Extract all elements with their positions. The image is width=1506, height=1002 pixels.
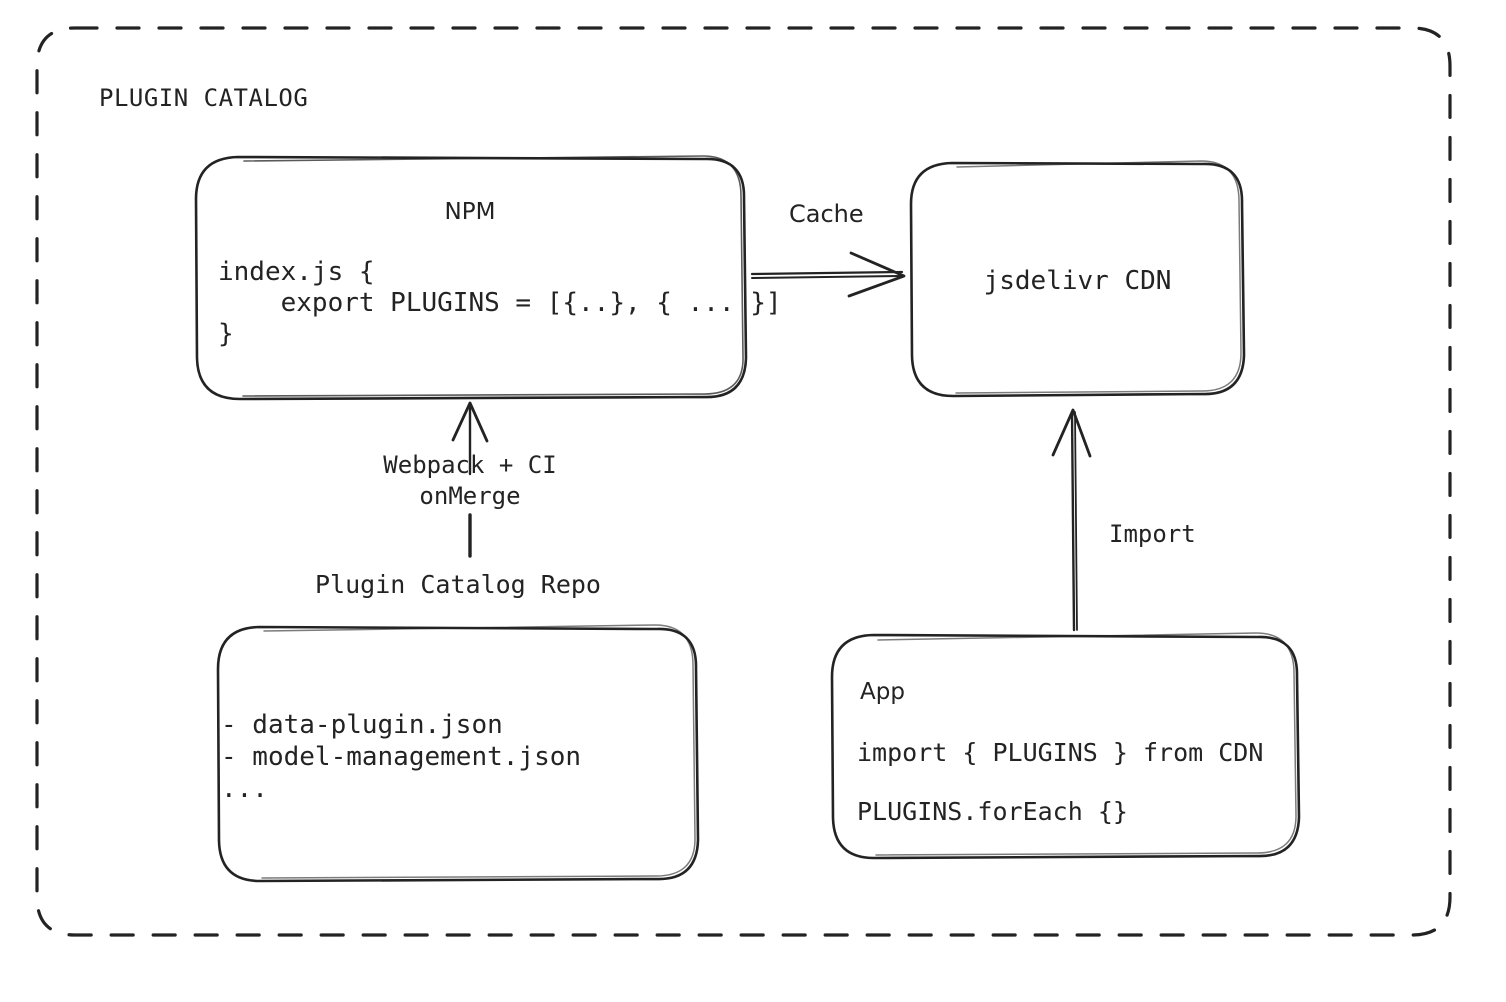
app-code-line-2: PLUGINS.forEach {} xyxy=(857,797,1128,826)
cache-edge-label: Cache xyxy=(789,200,864,228)
cache-arrow-line-sketch xyxy=(751,275,901,279)
npm-code-line-3: } xyxy=(218,319,234,349)
cache-arrow-line xyxy=(750,270,904,276)
import-edge-label: Import xyxy=(1109,520,1196,548)
build-arrow-head xyxy=(451,401,489,443)
app-box-title: App xyxy=(860,679,905,705)
npm-code-line-2: export PLUGINS = [{..}, { ... }] xyxy=(218,288,782,318)
cache-arrow-head xyxy=(847,251,906,298)
import-arrow-head xyxy=(1051,408,1092,458)
import-arrow-line-sketch xyxy=(1074,411,1078,631)
repo-list-item-1: - data-plugin.json xyxy=(221,710,503,740)
repo-list-item-3: ... xyxy=(221,774,268,804)
cdn-box-title: jsdelivr CDN xyxy=(983,266,1172,296)
build-edge-label-line2: onMerge xyxy=(419,482,521,510)
repo-caption: Plugin Catalog Repo xyxy=(315,570,601,599)
build-edge-label-line1: Webpack + CI xyxy=(383,451,557,479)
npm-box-title: NPM xyxy=(444,199,496,225)
repo-list-item-2: - model-management.json xyxy=(221,742,582,772)
app-code-line-1: import { PLUGINS } from CDN xyxy=(857,738,1264,767)
import-arrow-line xyxy=(1070,410,1076,632)
npm-code-line-1: index.js { xyxy=(218,257,375,287)
group-title: PLUGIN CATALOG xyxy=(99,84,309,112)
